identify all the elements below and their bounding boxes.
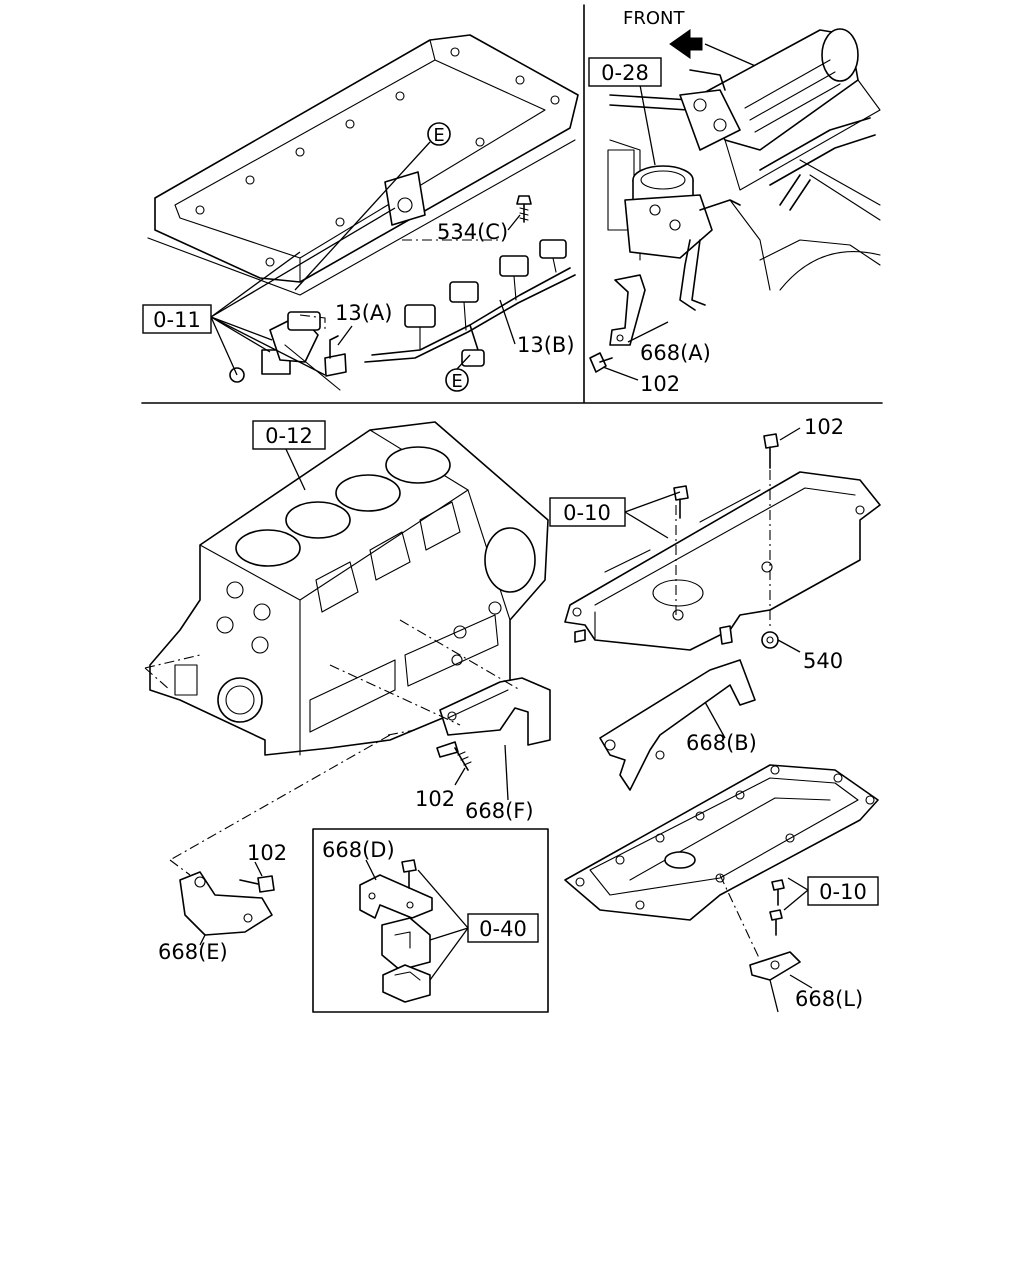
callout-e-lower-text: E xyxy=(451,371,462,392)
box-0-28 xyxy=(588,57,662,87)
ref-0-10-upper: 0-10 xyxy=(563,501,611,525)
front-label: FRONT xyxy=(623,8,685,29)
box-0-40 xyxy=(467,913,539,943)
label-102-r: 102 xyxy=(804,415,844,439)
label-668d: 668(D) xyxy=(322,838,395,862)
bracket-668e xyxy=(179,871,273,936)
label-102-tr: 102 xyxy=(640,372,680,396)
leaders-detail xyxy=(365,859,469,981)
bracket-668l xyxy=(749,951,801,981)
bolt-102-r xyxy=(763,433,779,469)
leader-668e xyxy=(199,934,206,946)
leaders-right xyxy=(624,427,813,1013)
bracket-668a xyxy=(609,274,646,346)
bolt-102-e xyxy=(239,875,275,893)
bracket-668d xyxy=(359,859,433,919)
ref-0-40: 0-40 xyxy=(479,917,527,941)
bracket-668f xyxy=(439,677,551,746)
bolt-534c xyxy=(516,195,532,223)
label-102-e: 102 xyxy=(247,841,287,865)
label-102-f: 102 xyxy=(415,787,455,811)
label-668b: 668(B) xyxy=(686,731,757,755)
leaders-block xyxy=(169,446,521,876)
label-13a: 13(A) xyxy=(335,301,392,325)
box-0-10-upper xyxy=(549,497,626,527)
oil-separator xyxy=(624,165,741,311)
callout-e-upper: E xyxy=(427,122,451,146)
label-540: 540 xyxy=(803,649,843,673)
oil-pan-upper xyxy=(147,34,579,296)
mount-block xyxy=(381,917,431,1003)
label-668f: 668(F) xyxy=(465,799,534,823)
label-534c: 534(C) xyxy=(437,220,508,244)
oil-pan-lower xyxy=(564,764,879,921)
label-668e: 668(E) xyxy=(158,940,228,964)
front-arrow-icon xyxy=(669,29,703,59)
bolt-0-10-upper xyxy=(673,485,689,519)
label-668l: 668(L) xyxy=(795,987,863,1011)
sensor-parts xyxy=(229,311,347,391)
bolt-102-f xyxy=(436,741,472,771)
box-0-12 xyxy=(252,420,326,450)
leader-102-e xyxy=(254,861,263,877)
engine-top-right xyxy=(607,28,881,291)
leaders-top-right xyxy=(602,84,669,381)
ref-0-10-lower: 0-10 xyxy=(819,880,867,904)
cylinder-block xyxy=(144,421,549,756)
label-13b: 13(B) xyxy=(517,333,575,357)
detail-box xyxy=(312,828,549,1013)
ref-0-11: 0-11 xyxy=(153,308,201,332)
wiring-harness xyxy=(364,239,576,367)
leaders-top-left xyxy=(210,141,521,376)
callout-e-upper-text: E xyxy=(433,125,444,146)
bracket-668b xyxy=(599,659,756,791)
callout-e-lower: E xyxy=(445,368,469,392)
box-0-10-lower xyxy=(807,876,879,906)
cover-plate xyxy=(564,471,881,651)
ref-0-12: 0-12 xyxy=(265,424,313,448)
bolt-102-tr xyxy=(589,352,613,373)
ref-0-28: 0-28 xyxy=(601,61,649,85)
nut-540 xyxy=(761,631,779,649)
box-0-11 xyxy=(142,304,212,334)
label-668a: 668(A) xyxy=(640,341,711,365)
bolt-0-10-lower xyxy=(769,879,785,936)
